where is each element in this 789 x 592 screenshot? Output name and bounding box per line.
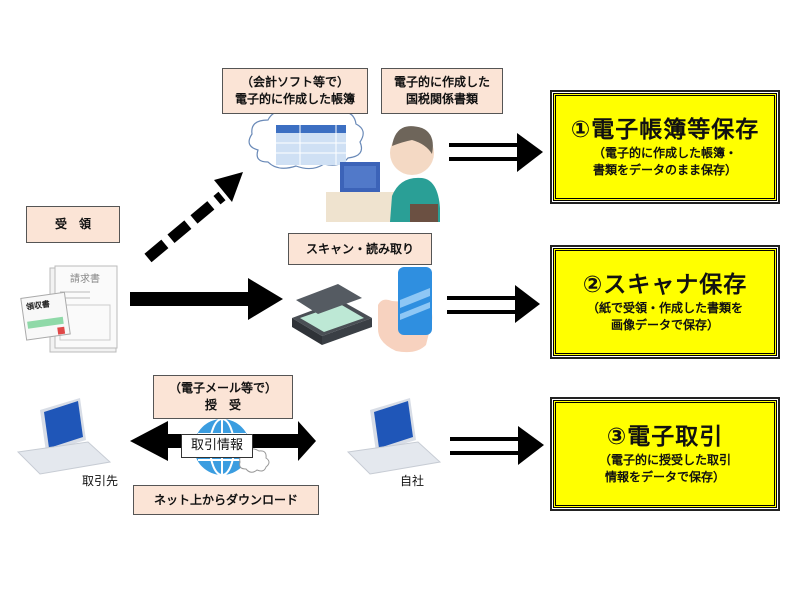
label-accounting-line2: 電子的に作成した帳簿 xyxy=(234,92,355,106)
label-email-line2: 授 受 xyxy=(204,398,241,412)
label-email-line1: （電子メール等で） xyxy=(168,381,277,395)
label-tax-documents: 電子的に作成した 国税関係書類 xyxy=(381,68,503,114)
laptop-icon-own-company xyxy=(346,398,442,475)
result-scanner-desc-2: 画像データで保存） xyxy=(610,318,719,332)
result-scanner-storage: ②スキャナ保存 （紙で受領・作成した書類を 画像データで保存） xyxy=(550,245,780,359)
label-email-exchange: （電子メール等で） 授 受 xyxy=(153,375,293,419)
label-scan-read: スキャン・読み取り xyxy=(288,233,432,265)
result-electronic-books-desc-1: （電子的に作成した帳簿・ xyxy=(592,146,737,160)
label-accounting-software: （会計ソフト等で） 電子的に作成した帳簿 xyxy=(222,68,368,114)
result-electronic-books-desc-2: 書類をデータのまま保存） xyxy=(592,163,737,177)
result-electronic-transaction: ③電子取引 （電子的に授受した取引 情報をデータで保存） xyxy=(550,397,780,511)
double-arrow-1 xyxy=(449,133,543,172)
label-receipt-text: 受 領 xyxy=(54,217,91,231)
person-at-computer-icon xyxy=(326,126,440,222)
result-scanner-title: ②スキャナ保存 xyxy=(582,272,748,298)
label-trading-partner: 取引先 xyxy=(82,474,119,488)
label-scan-read-text: スキャン・読み取り xyxy=(305,241,414,256)
label-transaction-info-text: 取引情報 xyxy=(190,438,243,453)
smartphone-icon xyxy=(378,267,433,353)
laptop-icon-partner xyxy=(16,398,112,475)
arrow-to-scanner xyxy=(130,278,283,320)
label-download: ネット上からダウンロード xyxy=(133,485,319,515)
label-download-text: ネット上からダウンロード xyxy=(153,492,298,507)
scanner-icon xyxy=(292,284,372,345)
result-transaction-desc-1: （電子的に授受した取引 xyxy=(598,453,731,467)
result-transaction-title: ③電子取引 xyxy=(606,424,724,450)
label-tax-docs-line1: 電子的に作成した xyxy=(393,75,490,89)
result-transaction-desc-2: 情報をデータで保存） xyxy=(604,470,725,484)
label-own-company: 自社 xyxy=(400,474,425,488)
result-electronic-books: ①電子帳簿等保存 （電子的に作成した帳簿・ 書類をデータのまま保存） xyxy=(550,90,780,204)
dashed-arrow-to-electronic xyxy=(144,172,243,263)
label-receipt: 受 領 xyxy=(26,206,120,243)
label-transaction-info: 取引情報 xyxy=(181,434,253,458)
paper-documents-icon: 請求書 領収書 xyxy=(20,265,118,353)
double-arrow-2 xyxy=(447,285,540,323)
double-arrow-3 xyxy=(450,426,544,465)
ledger-cloud-icon xyxy=(248,105,364,170)
label-accounting-line1: （会計ソフト等で） xyxy=(240,75,349,89)
label-tax-docs-line2: 国税関係書類 xyxy=(405,92,478,106)
result-electronic-books-title: ①電子帳簿等保存 xyxy=(570,117,760,143)
result-scanner-desc-1: （紙で受領・作成した書類を xyxy=(586,301,743,315)
receipt-text: 領収書 xyxy=(24,299,50,312)
invoice-text: 請求書 xyxy=(70,272,100,285)
